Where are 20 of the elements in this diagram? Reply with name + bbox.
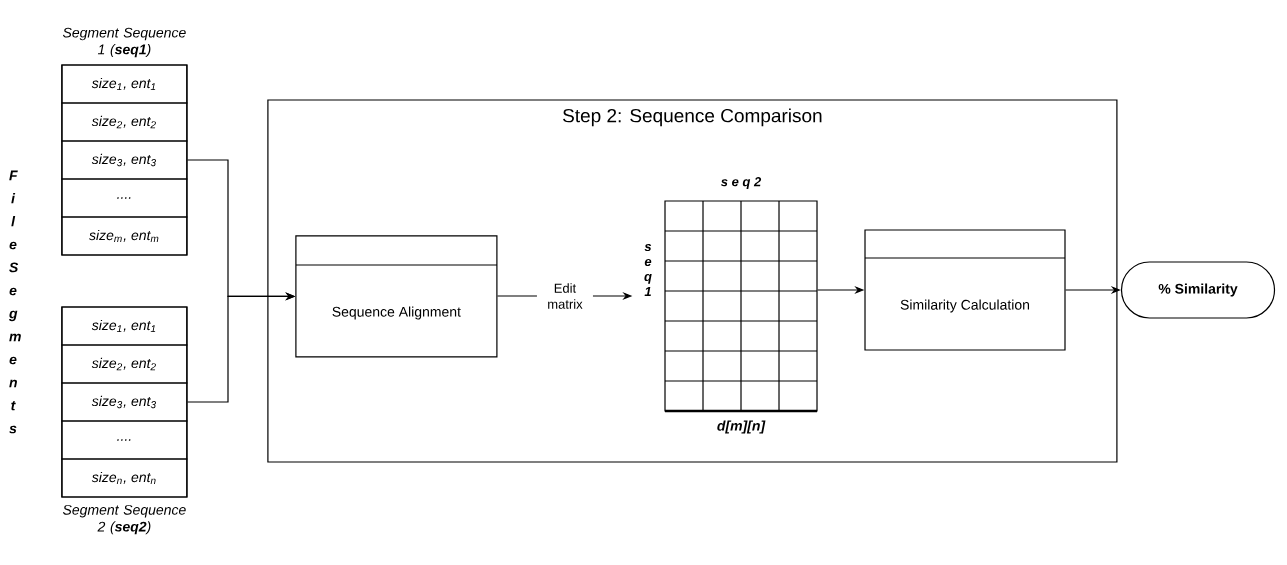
process-box: Sequence Alignment (295, 235, 498, 358)
edge-label: Edit matrix (536, 281, 593, 311)
process-box: Similarity Calculation (864, 229, 1066, 351)
segment-cell: size$_{1}$, ent$_{1}$ (61, 64, 188, 104)
segment-cell: size$_{m}$, ent$_{m}$ (61, 216, 188, 256)
segment-cell: .... (61, 420, 188, 460)
segment-cell: size$_{3}$, ent$_{3}$ (61, 140, 188, 180)
node-label: Segment Sequence 2 (seq2) (62, 504, 186, 535)
matrix-column-label: s e q 2 (720, 177, 762, 189)
segment-cell: size$_{2}$, ent$_{2}$ (61, 102, 188, 142)
node-label: Segment Sequence 1 (seq1) (62, 27, 186, 58)
vertical-side-label: F i l e S e g m e n t s (8, 170, 21, 434)
segment-cell: size$_{n}$, ent$_{n}$ (61, 458, 188, 498)
matrix-row-label: s e q 1 (644, 244, 652, 296)
edit-matrix-grid (664, 200, 818, 413)
segment-cell: .... (61, 178, 188, 218)
segment-cell: size$_{1}$, ent$_{1}$ (61, 306, 188, 346)
segment-cell: size$_{2}$, ent$_{2}$ (61, 344, 188, 384)
segment-cell: size$_{3}$, ent$_{3}$ (61, 382, 188, 422)
matrix-caption: d[m][n] (717, 420, 766, 434)
